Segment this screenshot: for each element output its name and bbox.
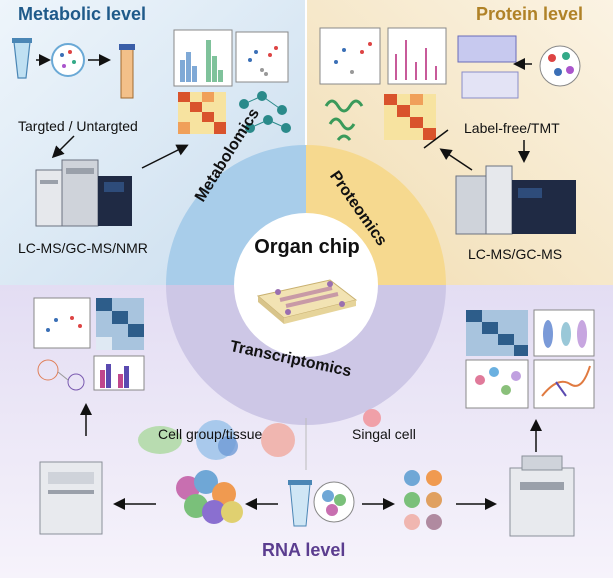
rna-heatmap-icon xyxy=(96,298,144,350)
rna-tube-icon xyxy=(288,480,312,527)
single-cell-icon xyxy=(363,409,381,427)
sorted-cells-icon xyxy=(404,470,442,530)
organ-chip-icon xyxy=(256,279,358,324)
histogram-plot-icon xyxy=(173,29,233,87)
protein-volcano-plot-icon xyxy=(319,27,381,85)
bar-chart-icon xyxy=(93,355,145,391)
rna-level-title: RNA level xyxy=(262,540,346,560)
extraction-column-icon xyxy=(119,44,135,99)
well-plate-icon xyxy=(457,35,519,99)
violin-plot-icon xyxy=(533,309,595,357)
umap-plot-icon xyxy=(465,359,529,409)
cell-group-label: Cell group/tissue xyxy=(158,426,263,442)
volcano-plot-icon xyxy=(235,31,289,83)
single-cell-heatmap-icon xyxy=(466,310,528,356)
metabolic-method-label: Targted / Untargted xyxy=(18,118,138,134)
protein-instrument-label: LC-MS/GC-MS xyxy=(468,246,563,262)
protein-level-title: Protein level xyxy=(476,4,584,24)
rna-volcano-plot-icon xyxy=(33,297,91,349)
mass-spectrum-icon xyxy=(387,27,447,85)
single-cell-sequencer-icon xyxy=(509,455,575,537)
single-cell-label: Singal cell xyxy=(352,426,416,442)
protein-ms-instrument-icon xyxy=(455,165,576,235)
peptide-icon xyxy=(324,99,364,141)
rna-sample-icon xyxy=(313,481,355,523)
organ-chip-label: Organ chip xyxy=(254,236,360,258)
sample-tube-icon xyxy=(12,38,32,79)
sample-dish-icon xyxy=(51,43,85,77)
protein-heatmap-icon xyxy=(384,94,436,140)
lc-ms-instrument-icon xyxy=(35,159,132,227)
gene-network-icon xyxy=(37,359,85,391)
cell-group-icon xyxy=(138,420,295,460)
metabolic-level-title: Metabolic level xyxy=(18,4,147,24)
protein-method-label: Label-free/TMT xyxy=(464,120,560,136)
metabolic-instrument-label: LC-MS/GC-MS/NMR xyxy=(18,240,148,256)
trajectory-plot-icon xyxy=(533,359,595,409)
cell-cluster-icon xyxy=(176,470,243,524)
sequencer-instrument-icon xyxy=(39,461,103,535)
protein-sample-icon xyxy=(539,45,581,87)
metabolite-network-icon xyxy=(239,91,291,133)
heatmap-icon xyxy=(178,92,226,134)
